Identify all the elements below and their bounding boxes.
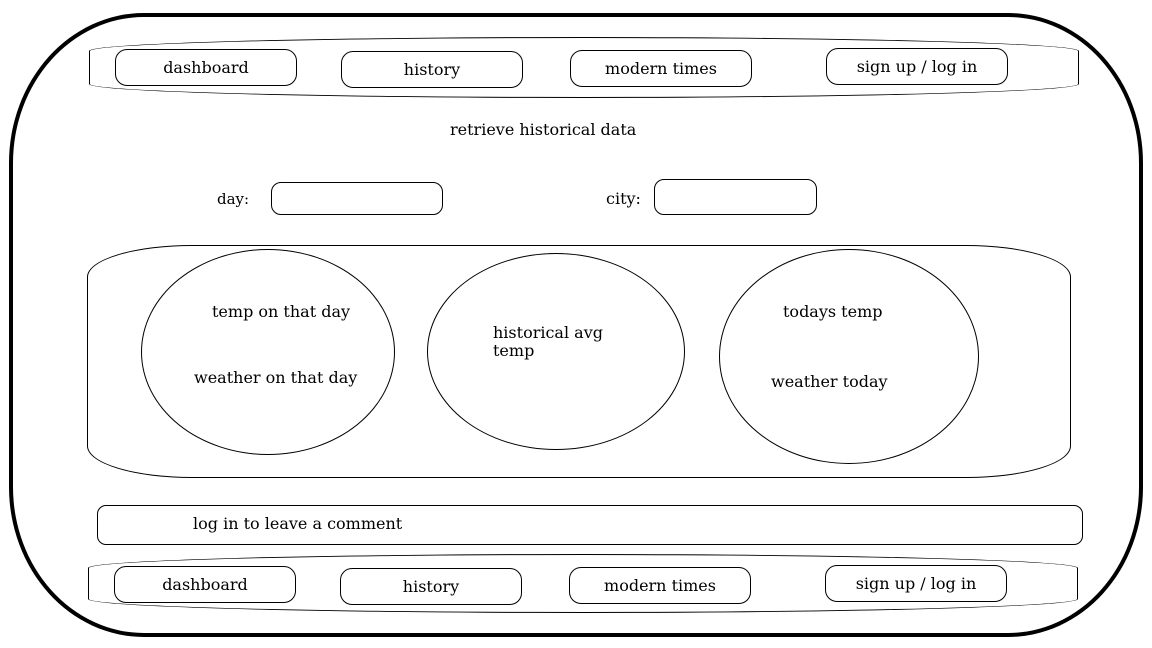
top-nav-modern-times-button[interactable]: modern times — [570, 50, 752, 87]
bottom-nav-history-button[interactable]: history — [340, 568, 522, 605]
bottom-nav-bar — [88, 554, 1078, 613]
historical-avg-label-line2: temp — [493, 341, 535, 360]
results-panel — [87, 245, 1071, 478]
comment-bar[interactable] — [97, 505, 1083, 545]
top-nav-signup-login-button[interactable]: sign up / log in — [826, 48, 1008, 85]
weather-on-that-day-label: weather on that day — [194, 368, 358, 387]
bottom-nav-signup-login-button[interactable]: sign up / log in — [825, 565, 1007, 602]
historical-avg-label-line1: historical avg — [493, 323, 603, 342]
city-input[interactable] — [654, 179, 817, 215]
app-frame — [9, 13, 1143, 637]
weather-today-label: weather today — [771, 372, 888, 391]
city-label: city: — [606, 189, 641, 208]
today-circle — [719, 249, 979, 464]
page-title: retrieve historical data — [450, 120, 637, 139]
historical-avg-circle — [427, 253, 685, 450]
top-nav-dashboard-button[interactable]: dashboard — [115, 49, 297, 86]
day-input[interactable] — [271, 182, 443, 215]
bottom-nav-modern-times-button[interactable]: modern times — [569, 567, 751, 604]
on-that-day-circle — [141, 249, 395, 455]
top-nav-history-button[interactable]: history — [341, 51, 523, 88]
day-label: day: — [217, 190, 250, 208]
top-nav-bar — [89, 37, 1079, 98]
bottom-nav-dashboard-button[interactable]: dashboard — [114, 566, 296, 603]
todays-temp-label: todays temp — [783, 302, 883, 321]
comment-prompt[interactable]: log in to leave a comment — [193, 514, 403, 533]
temp-on-that-day-label: temp on that day — [212, 302, 351, 321]
